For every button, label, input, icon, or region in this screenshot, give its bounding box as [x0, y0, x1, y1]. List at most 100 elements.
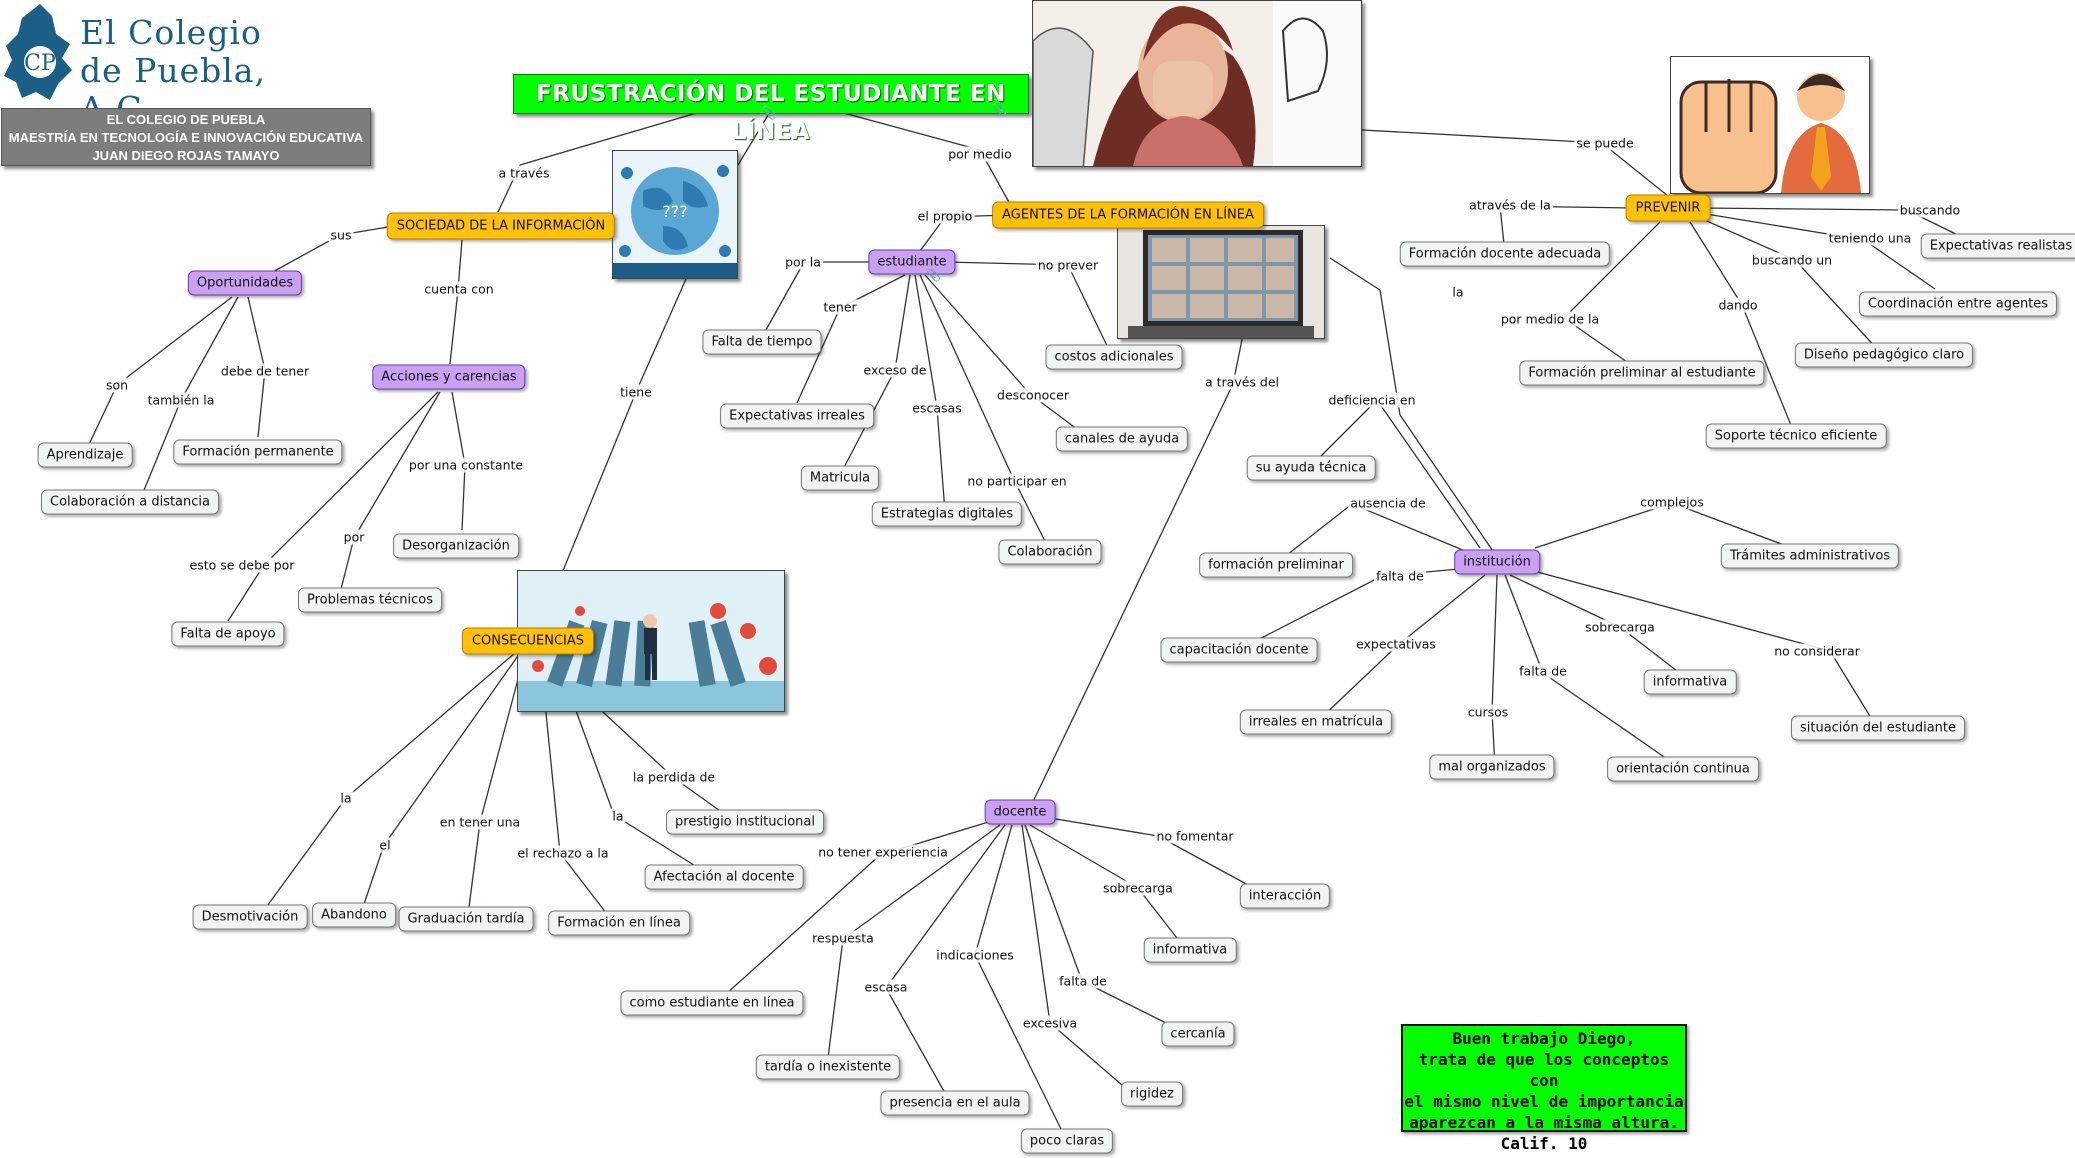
- puebla-map-icon: CP: [4, 4, 72, 100]
- node-formacion-preliminar[interactable]: formación preliminar: [1199, 552, 1353, 578]
- information-society-image: ???: [612, 150, 738, 279]
- node-agentes-formacion[interactable]: AGENTES DE LA FORMACIÓN EN LÍNEA: [992, 201, 1264, 229]
- node-poco-claras[interactable]: poco claras: [1020, 1128, 1114, 1154]
- attachment-icon[interactable]: 📎: [992, 102, 1007, 116]
- node-formacion-permanente[interactable]: Formación permanente: [173, 439, 343, 465]
- node-diseno-pedagogico[interactable]: Diseño pedagógico claro: [1794, 342, 1974, 368]
- link-label: en tener una: [437, 814, 523, 830]
- link-label: debe de tener: [218, 363, 312, 379]
- node-estudiante[interactable]: estudiante: [868, 249, 956, 275]
- link-label: también la: [145, 392, 217, 408]
- feedback-line-3: el mismo nivel de importancia: [1404, 1092, 1684, 1111]
- link-label: no participar en: [965, 473, 1069, 489]
- link-label: sus: [328, 227, 354, 243]
- node-costos-adicionales[interactable]: costos adicionales: [1045, 344, 1183, 370]
- link-label: expectativas: [1354, 636, 1438, 652]
- logo-text: El Colegio de Puebla, A.C.: [80, 14, 320, 128]
- node-afectacion-docente[interactable]: Afectación al docente: [644, 864, 804, 890]
- node-colaboracion-distancia[interactable]: Colaboración a distancia: [41, 489, 219, 515]
- node-coordinacion-agentes[interactable]: Coordinación entre agentes: [1858, 291, 2058, 317]
- node-presencia-aula[interactable]: presencia en el aula: [880, 1090, 1030, 1116]
- link-label: no prever: [1035, 257, 1101, 273]
- node-acciones-carencias[interactable]: Acciones y carencias: [372, 364, 526, 390]
- node-aprendizaje[interactable]: Aprendizaje: [37, 442, 133, 468]
- node-tardia-inexistente[interactable]: tardía o inexistente: [755, 1054, 901, 1080]
- node-capacitacion-docente[interactable]: capacitación docente: [1160, 637, 1318, 663]
- node-rigidez[interactable]: rigidez: [1121, 1081, 1183, 1107]
- node-irreales-matricula[interactable]: irreales en matrícula: [1239, 709, 1393, 735]
- node-problemas-tecnicos[interactable]: Problemas técnicos: [298, 587, 442, 613]
- link-label: respuesta: [810, 930, 876, 946]
- node-estrategias-digitales[interactable]: Estrategias digitales: [871, 501, 1023, 527]
- node-consecuencias[interactable]: CONSECUENCIAS: [461, 627, 595, 655]
- link-label: buscando un: [1749, 252, 1835, 268]
- link-label: tiene: [618, 384, 654, 400]
- link-label: el: [377, 837, 393, 853]
- node-docente[interactable]: docente: [984, 799, 1056, 825]
- node-soporte-tecnico[interactable]: Soporte técnico eficiente: [1705, 423, 1887, 449]
- node-sociedad-informacion[interactable]: SOCIEDAD DE LA INFORMACIÓN: [386, 212, 616, 240]
- feedback-line-2: trata de que los conceptos con: [1418, 1050, 1670, 1090]
- node-formacion-preliminar-estudiante[interactable]: Formación preliminar al estudiante: [1519, 360, 1765, 386]
- feedback-grade: Calif. 10: [1500, 1134, 1588, 1153]
- node-matricula[interactable]: Matricula: [800, 465, 880, 491]
- link-label: son: [103, 377, 131, 393]
- node-situacion-estudiante[interactable]: situación del estudiante: [1790, 715, 1966, 741]
- frustrated-student-image: [1032, 0, 1362, 167]
- teacher-feedback-box: Buen trabajo Diego, trata de que los con…: [1401, 1024, 1687, 1153]
- node-institucion[interactable]: institución: [1454, 549, 1540, 575]
- link-label: teniendo una: [1826, 230, 1914, 246]
- info-institution: EL COLEGIO DE PUEBLA: [106, 112, 266, 127]
- link-label: tener: [821, 299, 859, 315]
- node-mal-organizados[interactable]: mal organizados: [1429, 754, 1555, 780]
- node-falta-apoyo[interactable]: Falta de apoyo: [171, 621, 285, 647]
- link-label: el rechazo a la: [515, 845, 611, 861]
- info-author: JUAN DIEGO ROJAS TAMAYO: [92, 148, 280, 163]
- attachment-icon[interactable]: 📎: [926, 268, 941, 282]
- link-label: buscando: [1897, 202, 1963, 218]
- node-abandono[interactable]: Abandono: [312, 902, 396, 928]
- author-info-box: EL COLEGIO DE PUEBLA MAESTRÍA EN TECNOLO…: [1, 108, 371, 166]
- logo-line-1: El Colegio: [80, 13, 262, 52]
- node-su-ayuda-tecnica[interactable]: su ayuda técnica: [1246, 455, 1376, 481]
- logo-monogram: CP: [24, 51, 56, 76]
- node-prevenir[interactable]: PREVENIR: [1625, 194, 1711, 222]
- node-informativa-institucion[interactable]: informativa: [1643, 669, 1737, 695]
- node-formacion-docente[interactable]: Formación docente adecuada: [1399, 241, 1611, 267]
- node-falta-tiempo[interactable]: Falta de tiempo: [702, 329, 822, 355]
- node-cercania[interactable]: cercanía: [1161, 1021, 1235, 1047]
- node-expectativas-irreales[interactable]: Expectativas irreales: [720, 403, 874, 429]
- link-label: sobrecarga: [1583, 619, 1657, 635]
- node-expectativas-realistas[interactable]: Expectativas realistas: [1920, 233, 2075, 259]
- node-canales-ayuda[interactable]: canales de ayuda: [1055, 426, 1189, 452]
- link-label: excesiva: [1020, 1015, 1080, 1031]
- node-prestigio-institucional[interactable]: prestigio institucional: [666, 809, 824, 835]
- node-informativa-docente[interactable]: informativa: [1143, 937, 1237, 963]
- link-label: por medio: [946, 146, 1014, 162]
- stop-hand-image: [1670, 56, 1870, 194]
- link-label: desconocer: [995, 387, 1071, 403]
- node-desmotivacion[interactable]: Desmotivación: [192, 904, 308, 930]
- link-label: esto se debe por: [187, 557, 297, 573]
- node-desorganizacion[interactable]: Desorganización: [393, 533, 519, 559]
- link-label: se puede: [1574, 135, 1636, 151]
- node-orientacion-continua[interactable]: orientación continua: [1607, 756, 1759, 782]
- map-title[interactable]: FRUSTRACIÓN DEL ESTUDIANTE EN LÍNEA: [513, 74, 1029, 145]
- link-label: la: [610, 808, 626, 824]
- node-colaboracion[interactable]: Colaboración: [998, 539, 1102, 565]
- node-como-estudiante[interactable]: como estudiante en línea: [620, 990, 804, 1016]
- node-oportunidades[interactable]: Oportunidades: [187, 270, 303, 296]
- node-graduacion-tardia[interactable]: Graduación tardía: [398, 906, 534, 932]
- node-tramites-administrativos[interactable]: Trámites administrativos: [1720, 543, 1900, 569]
- attachment-icon[interactable]: 📎: [762, 106, 777, 120]
- link-label: el propio: [915, 208, 975, 224]
- link-label: a través: [496, 165, 552, 181]
- node-interaccion[interactable]: interacción: [1239, 883, 1331, 909]
- link-label: la perdida de: [630, 769, 718, 785]
- link-label: complejos: [1638, 494, 1706, 510]
- feedback-line-4: aparezcan a la misma altura.: [1409, 1113, 1679, 1132]
- link-label: falta de: [1057, 973, 1109, 989]
- link-label: deficiencia en: [1326, 392, 1418, 408]
- node-formacion-linea[interactable]: Formación en línea: [548, 910, 690, 936]
